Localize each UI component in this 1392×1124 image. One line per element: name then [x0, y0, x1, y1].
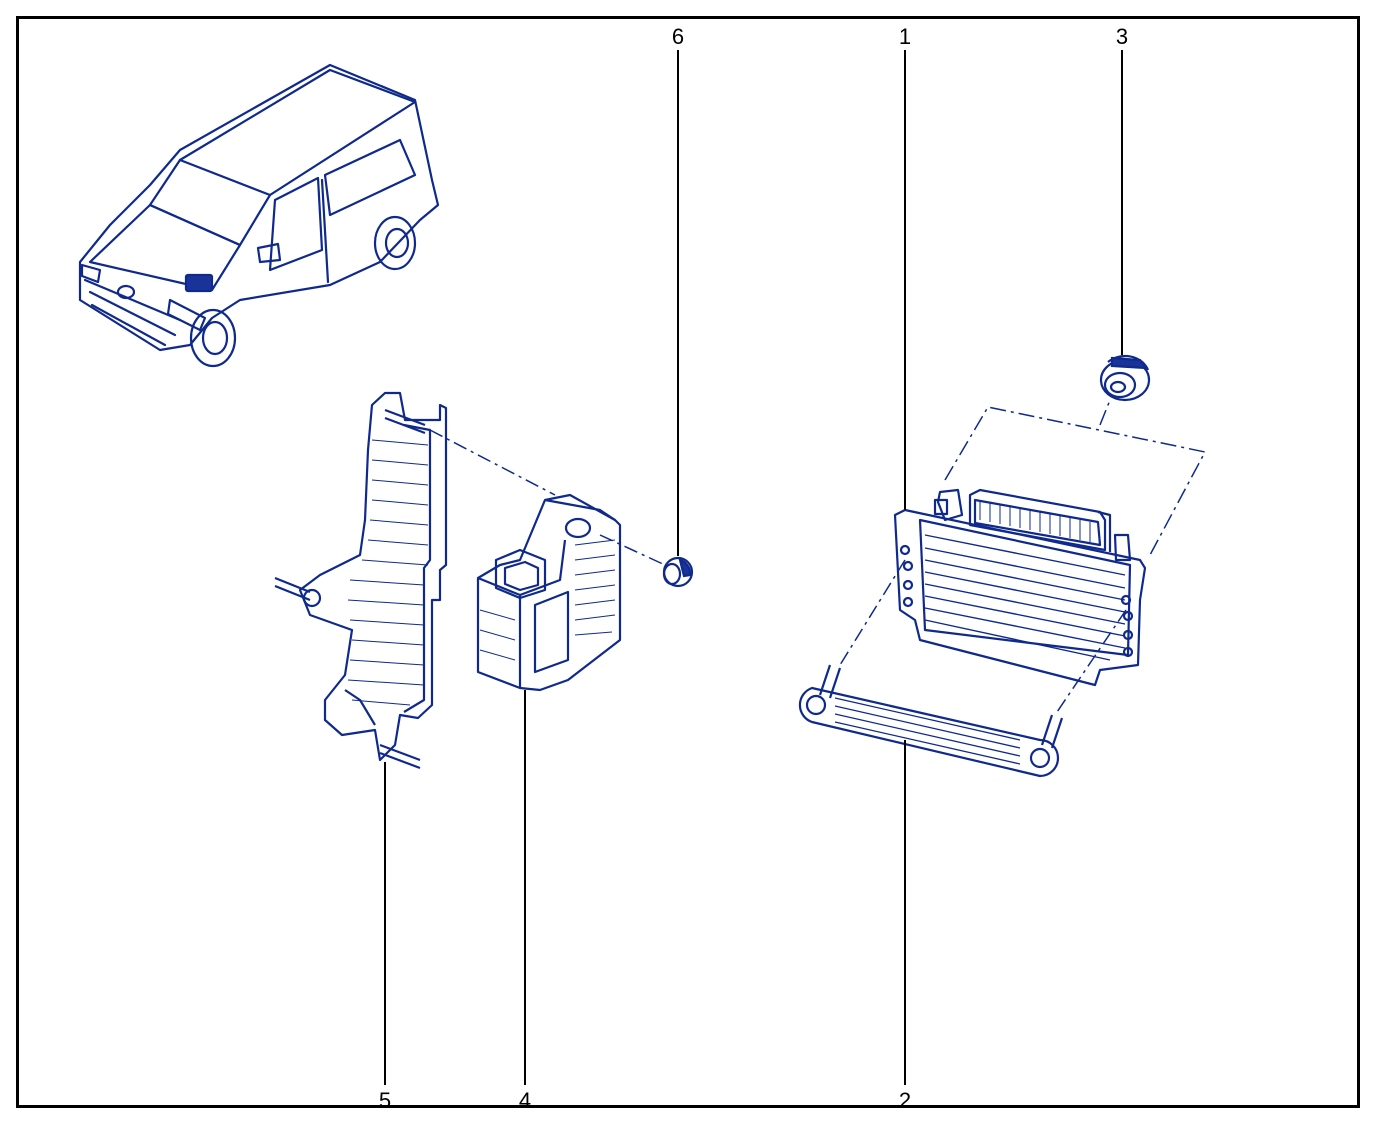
callout-4: 4: [518, 1088, 532, 1113]
leader-lines: [384, 50, 1123, 1085]
ecu-control-unit: [893, 488, 1147, 687]
callout-6: 6: [671, 24, 685, 49]
nut: [662, 556, 694, 588]
mounting-bracket-bar: [798, 664, 1064, 778]
callout-2: 2: [898, 1088, 912, 1113]
callout-1: 1: [898, 24, 912, 49]
callout-5: 5: [378, 1088, 392, 1113]
connector-grommet: [1099, 354, 1151, 402]
callout-3: 3: [1115, 24, 1129, 49]
diagram-frame: [16, 16, 1360, 1108]
vehicle-illustration: [78, 63, 440, 368]
support-bracket: [274, 391, 448, 770]
relay-module: [476, 493, 622, 692]
